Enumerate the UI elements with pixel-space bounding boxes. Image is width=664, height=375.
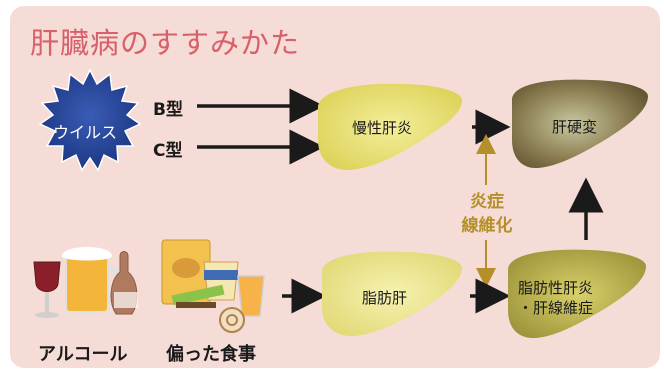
juice-glass-icon — [237, 275, 265, 317]
b-type-label: B型 — [153, 100, 183, 120]
nash-label: 脂肪性肝炎 ・肝線維症 — [518, 278, 593, 318]
chronic-hepatitis-label: 慢性肝炎 — [352, 119, 413, 137]
cirrhosis-label: 肝硬変 — [552, 118, 598, 136]
c-type-label: C型 — [153, 141, 183, 161]
wine-glass-icon — [33, 261, 61, 318]
sake-bottle-icon — [110, 251, 138, 315]
fatty-liver-label: 脂肪肝 — [362, 289, 408, 307]
virus-badge-icon — [38, 68, 142, 172]
virus-badge-label: ウイルス — [53, 123, 118, 142]
snack-bag-icon — [161, 239, 211, 305]
inflammation-fibrosis-label: 炎症 線維化 — [457, 190, 517, 238]
cirrhosis-liver-icon — [512, 79, 648, 169]
inflammation-label: 炎症 — [470, 192, 504, 212]
fibrosis-label: 線維化 — [461, 216, 513, 236]
diet-label: 偏った食事 — [166, 344, 256, 365]
nash-liver-icon — [508, 249, 646, 339]
nash-label-line2: ・肝線維症 — [518, 299, 594, 317]
page-title: 肝臓病のすすみかた — [30, 26, 301, 60]
beer-mug-icon — [62, 247, 121, 313]
chronic-hepatitis-liver-icon — [318, 83, 462, 171]
fries-icon — [171, 284, 225, 308]
nash-label-line1: 脂肪性肝炎 — [518, 279, 594, 297]
fatty-liver-icon — [322, 251, 462, 337]
roll-cake-icon — [219, 307, 245, 333]
alcohol-label: アルコール — [38, 344, 128, 365]
